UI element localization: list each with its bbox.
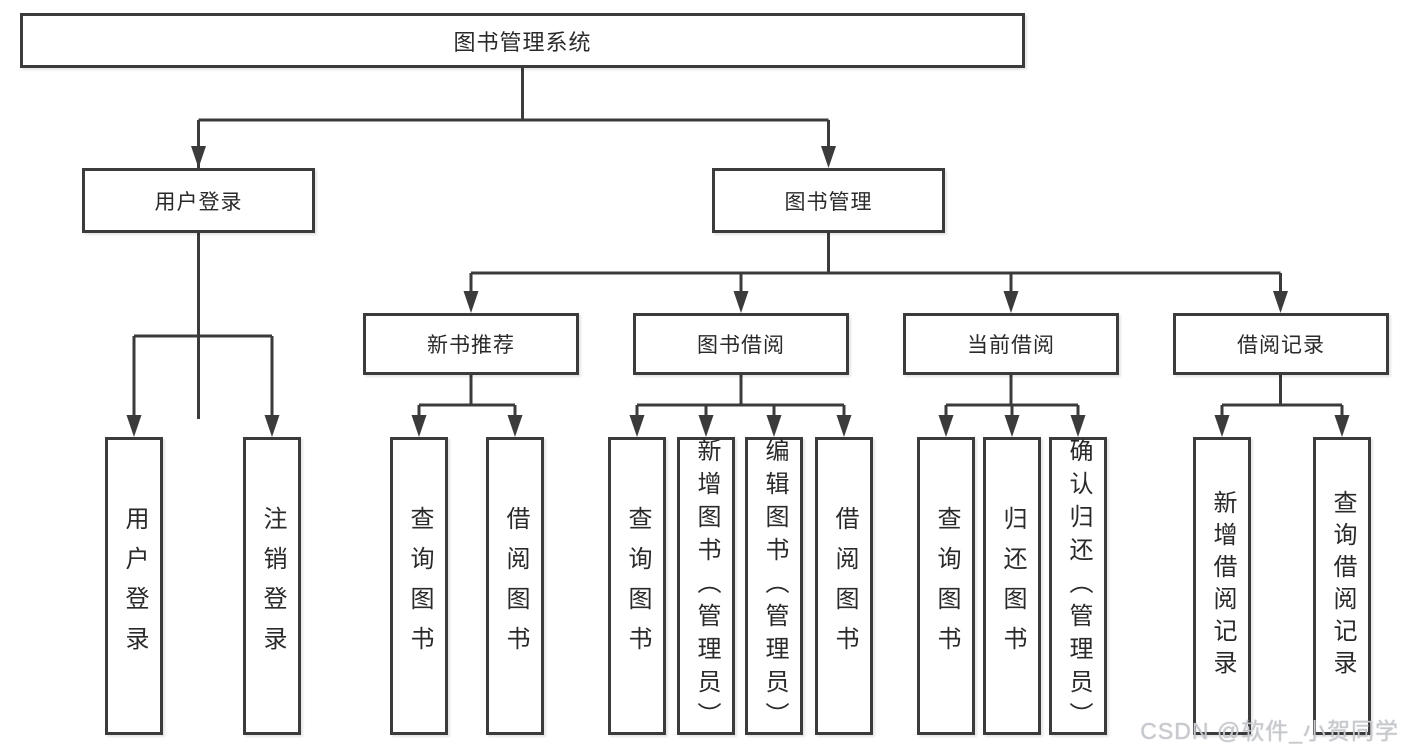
arrowheads bbox=[126, 146, 1350, 437]
leaf-query-borrow-record: 查询借阅记录 bbox=[1313, 437, 1371, 735]
node-label: 查询借阅记录 bbox=[1329, 490, 1356, 682]
node-label: 借阅记录 bbox=[1237, 334, 1325, 357]
leaf-edit-book-admin: 编辑图书（管理员） bbox=[745, 437, 803, 735]
leaf-query-book-current: 查询图书 bbox=[917, 437, 975, 735]
node-label: 确认归还（管理员） bbox=[1065, 437, 1092, 735]
node-label: 编辑图书（管理员） bbox=[761, 437, 788, 735]
node-label: 新增借阅记录 bbox=[1209, 490, 1236, 682]
node-new-book-recommend: 新书推荐 bbox=[363, 313, 579, 375]
node-root-library-system: 图书管理系统 bbox=[20, 13, 1025, 68]
leaf-borrow-book-recommend: 借阅图书 bbox=[486, 437, 544, 735]
node-label: 借阅图书 bbox=[831, 506, 858, 666]
node-label: 用户登录 bbox=[121, 506, 148, 666]
node-book-management: 图书管理 bbox=[712, 168, 945, 233]
node-label: 当前借阅 bbox=[967, 334, 1055, 357]
node-label: 新增图书（管理员） bbox=[693, 437, 720, 735]
node-label: 查询图书 bbox=[933, 506, 960, 666]
node-label: 用户登录 bbox=[154, 190, 243, 214]
node-borrow-record: 借阅记录 bbox=[1173, 313, 1389, 375]
node-label: 图书借阅 bbox=[697, 334, 785, 357]
node-label: 注销登录 bbox=[259, 506, 286, 666]
node-label: 查询图书 bbox=[624, 506, 651, 666]
node-current-borrow: 当前借阅 bbox=[903, 313, 1119, 375]
leaf-borrow-book: 借阅图书 bbox=[815, 437, 873, 735]
leaf-logout: 注销登录 bbox=[243, 437, 301, 735]
leaf-confirm-return-admin: 确认归还（管理员） bbox=[1049, 437, 1107, 735]
leaf-add-borrow-record: 新增借阅记录 bbox=[1193, 437, 1251, 735]
leaf-user-login: 用户登录 bbox=[105, 437, 163, 735]
node-label: 归还图书 bbox=[999, 506, 1026, 666]
node-label: 新书推荐 bbox=[427, 334, 515, 357]
leaf-return-book: 归还图书 bbox=[983, 437, 1041, 735]
node-user-login: 用户登录 bbox=[82, 168, 315, 233]
node-label: 借阅图书 bbox=[502, 506, 529, 666]
node-label: 查询图书 bbox=[406, 506, 433, 666]
leaf-add-book-admin: 新增图书（管理员） bbox=[677, 437, 735, 735]
node-book-borrow: 图书借阅 bbox=[633, 313, 849, 375]
leaf-query-book-recommend: 查询图书 bbox=[390, 437, 448, 735]
csdn-watermark: CSDN @软件_小贺同学 bbox=[1140, 718, 1399, 744]
node-label: 图书管理系统 bbox=[453, 29, 592, 55]
leaf-query-book-borrow: 查询图书 bbox=[608, 437, 666, 735]
node-label: 图书管理 bbox=[784, 190, 873, 214]
